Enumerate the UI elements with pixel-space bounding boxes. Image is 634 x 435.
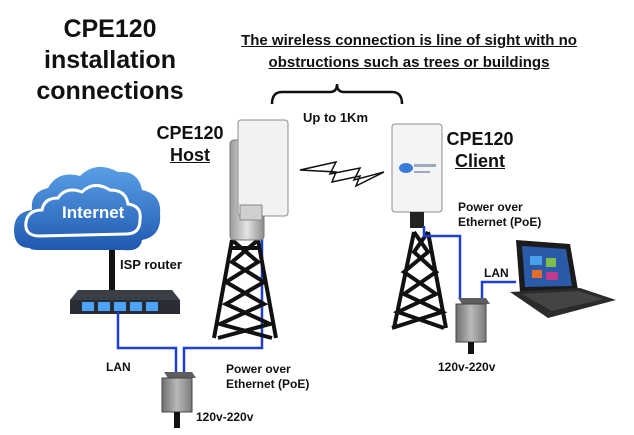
internet-cloud-icon bbox=[14, 166, 161, 251]
client-tower-icon bbox=[391, 230, 448, 330]
isp-router-icon bbox=[70, 290, 180, 314]
poe-label-right: Power over Ethernet (PoE) bbox=[458, 200, 541, 230]
line-of-sight-note: The wireless connection is line of sight… bbox=[214, 30, 604, 74]
lan-cable-right bbox=[480, 280, 516, 298]
lan-label-left: LAN bbox=[106, 360, 131, 374]
poe-right-line2: Ethernet (PoE) bbox=[458, 215, 542, 229]
range-label: Up to 1Km bbox=[303, 110, 368, 125]
voltage-label-right: 120v-220v bbox=[438, 360, 496, 374]
router-label: ISP router bbox=[120, 257, 182, 272]
lan-cable-left bbox=[116, 312, 178, 372]
power-supply-left-icon bbox=[161, 372, 196, 428]
laptop-icon bbox=[510, 240, 616, 318]
host-tower-icon bbox=[212, 238, 278, 340]
range-bracket bbox=[270, 83, 404, 105]
internet-label: Internet bbox=[62, 203, 125, 222]
client-label: CPE120 Client bbox=[440, 128, 520, 172]
internet-cable bbox=[109, 250, 115, 290]
poe-right-line1: Power over bbox=[458, 200, 523, 214]
host-label: CPE120 Host bbox=[150, 122, 230, 166]
note-line-1: The wireless connection is line of sight… bbox=[241, 32, 577, 49]
host-model: CPE120 bbox=[156, 123, 224, 143]
wireless-link-icon bbox=[299, 160, 385, 188]
power-supply-right-icon bbox=[455, 298, 490, 354]
lan-label-right: LAN bbox=[484, 266, 509, 280]
voltage-label-left: 120v-220v bbox=[196, 410, 254, 424]
poe-cable-right bbox=[422, 226, 462, 298]
host-role: Host bbox=[170, 145, 210, 165]
host-radio-icon bbox=[229, 119, 289, 241]
page-title: CPE120 installation connections bbox=[36, 15, 184, 105]
client-model: CPE120 bbox=[446, 129, 514, 149]
client-role: Client bbox=[454, 151, 505, 171]
poe-label-left: Power over Ethernet (PoE) bbox=[226, 362, 309, 392]
poe-left-line2: Ethernet (PoE) bbox=[226, 377, 310, 391]
client-radio-icon bbox=[391, 123, 443, 228]
poe-left-line1: Power over bbox=[226, 362, 291, 376]
note-line-2: obstructions such as trees or buildings bbox=[268, 54, 550, 71]
